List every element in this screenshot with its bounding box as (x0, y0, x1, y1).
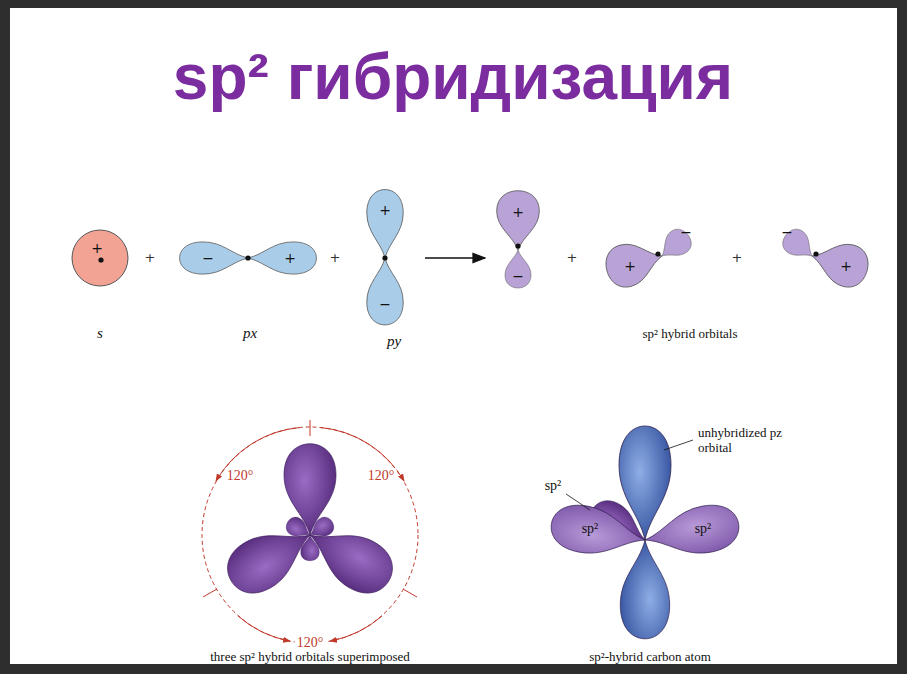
caption: sp² hybrid orbitals (643, 327, 738, 342)
sign: + (624, 258, 636, 274)
orbital-label: py (387, 333, 401, 350)
plus-sign: + (732, 251, 743, 266)
sign: + (91, 240, 103, 256)
sign: + (379, 202, 391, 218)
callout-label: sp² (545, 478, 562, 494)
lobe-label: sp² (695, 521, 712, 537)
plus-sign: + (145, 251, 156, 266)
sign: + (512, 204, 524, 220)
plus-sign: + (567, 251, 578, 266)
title: sp² гибридизация (173, 41, 733, 115)
sign: + (840, 258, 852, 274)
callout-label: unhybridized pz orbital (698, 426, 802, 456)
sign: − (680, 224, 692, 240)
angle-label: 120° (225, 468, 256, 484)
lobe-label: sp² (582, 521, 599, 537)
angle-label: 120° (366, 468, 397, 484)
sign: − (202, 250, 214, 266)
orbital-label: s (97, 325, 103, 342)
sign: + (284, 250, 296, 266)
sign: − (512, 268, 524, 284)
plus-sign: + (330, 251, 341, 266)
caption: sp²-hybrid carbon atom (589, 650, 711, 665)
orbital-label: px (243, 325, 257, 342)
sign: − (379, 296, 391, 312)
sign: − (781, 224, 793, 240)
caption: three sp² hybrid orbitals superimposed (210, 650, 410, 665)
